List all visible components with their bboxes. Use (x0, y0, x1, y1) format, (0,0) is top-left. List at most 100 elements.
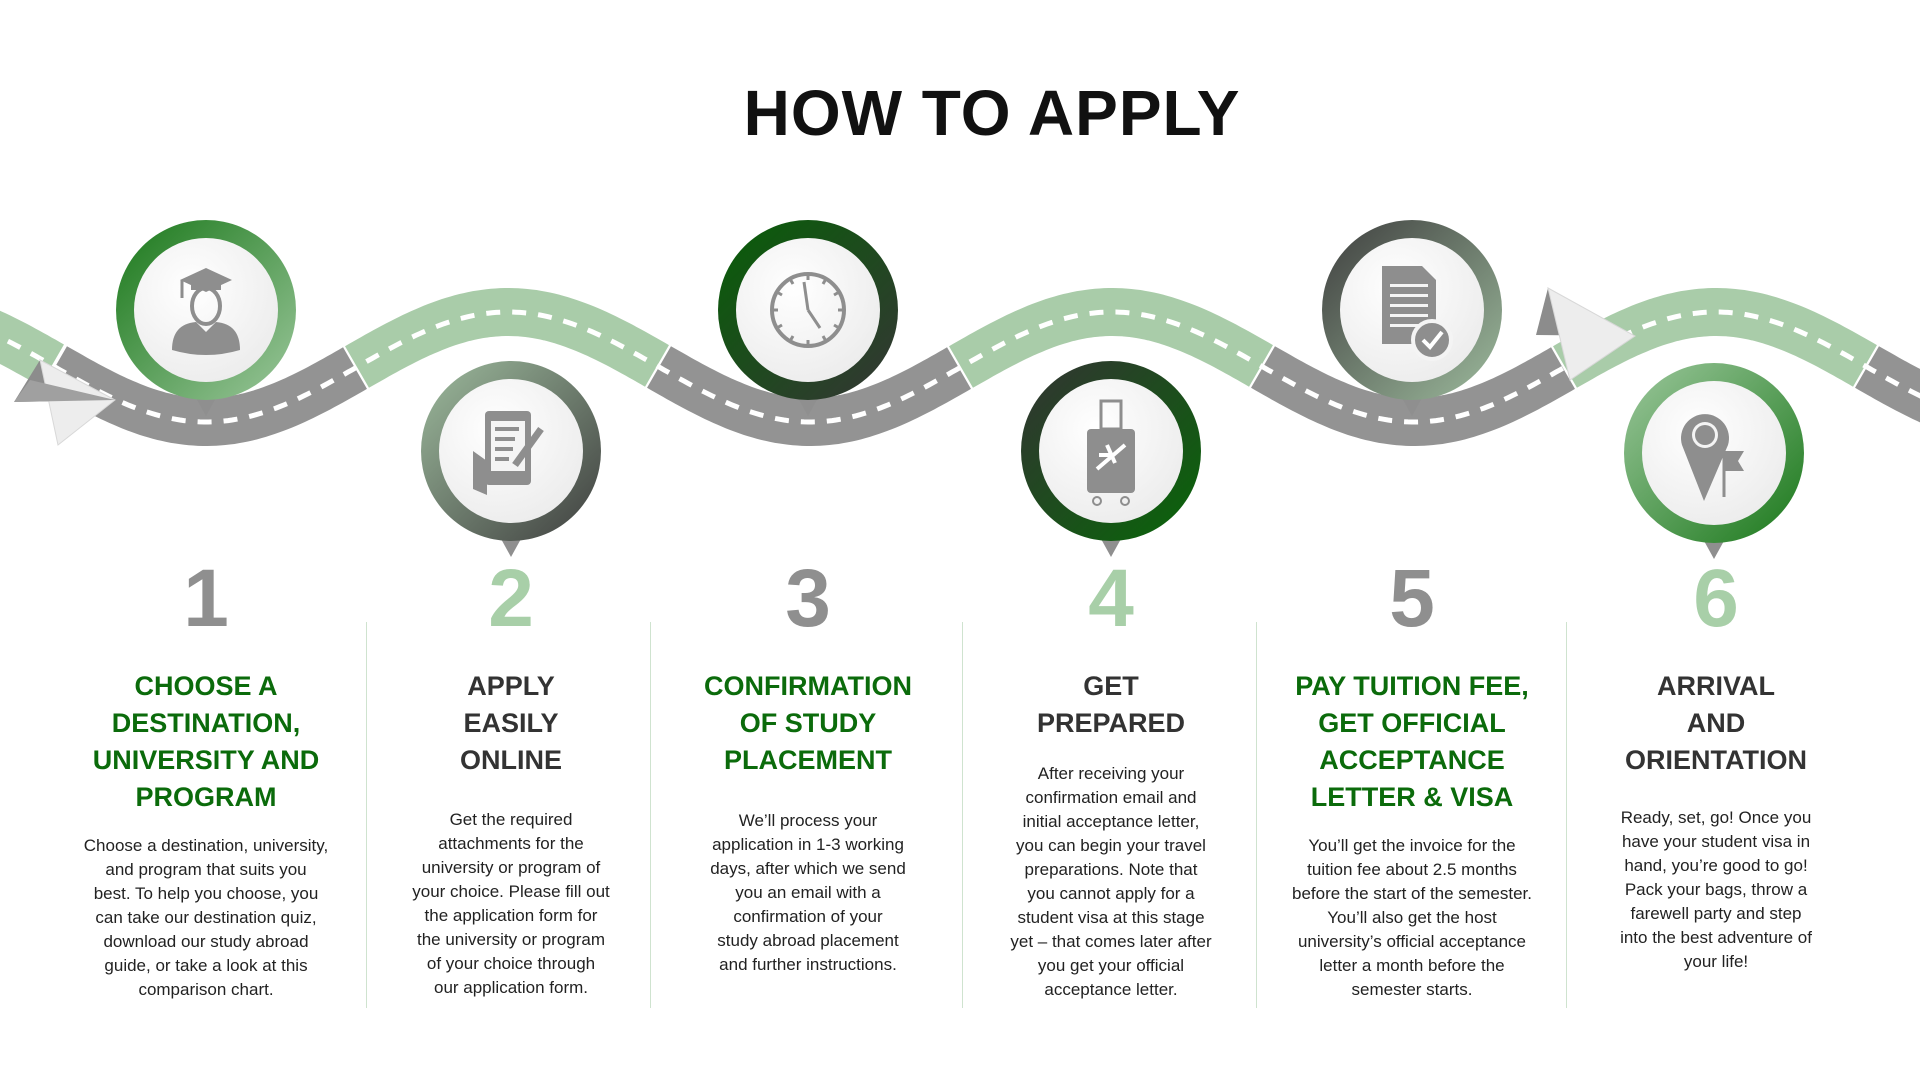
step-heading-line: OF STUDY (739, 708, 877, 738)
step-description: You’ll get the invoice for the tuition fe… (1257, 834, 1567, 1002)
step-heading: GET PREPARED (956, 668, 1266, 742)
step-description-line: you an email with a (735, 883, 881, 902)
step-heading-line: DESTINATION, (111, 708, 301, 738)
marker-pointer (1100, 537, 1122, 557)
step-description-line: We’ll process your (738, 811, 878, 830)
step-heading-line: PAY TUITION FEE, (1295, 671, 1529, 701)
step-number: 1 (183, 553, 229, 644)
step-marker-5 (1322, 220, 1502, 416)
marker-pointer (500, 537, 522, 557)
marker-pointer (195, 396, 217, 416)
step-heading: PAY TUITION FEE, GET OFFICIAL ACCEPTANCE LE… (1257, 668, 1567, 816)
step-description-line: and program that suits you (105, 860, 307, 879)
document-check-icon (1382, 266, 1453, 361)
step-description-line: farewell party and step (1630, 904, 1802, 923)
step-heading-line: GET OFFICIAL (1318, 708, 1506, 738)
step-number: 4 (1088, 553, 1134, 644)
step-description-line: can take our destination quiz, (95, 908, 317, 927)
step-description-line: you can begin your travel (1016, 836, 1206, 855)
step-marker-4 (1021, 361, 1201, 557)
step-heading-line: PROGRAM (135, 782, 277, 812)
step-heading: CHOOSE A DESTINATION, UNIVERSITY AND PROGRA… (51, 668, 361, 816)
step-description-line: After receiving your (1037, 764, 1185, 783)
step-description-line: initial acceptance letter, (1022, 812, 1200, 831)
online-form-icon (473, 411, 544, 495)
paper-plane-icon (14, 359, 116, 446)
paper-plane-icon (1536, 287, 1636, 381)
step-heading-line: PREPARED (1036, 708, 1186, 738)
marker-pointer (797, 396, 819, 416)
column-divider (1566, 622, 1567, 1008)
column-divider (366, 622, 367, 1008)
step-heading-line: PLACEMENT (724, 745, 892, 775)
step-description-line: letter a month before the (1319, 956, 1505, 975)
step-description-line: acceptance letter. (1044, 980, 1178, 999)
column-divider (650, 622, 651, 1008)
step-description: Choose a destination, university, and pro… (51, 834, 361, 1002)
step-description-line: attachments for the (438, 834, 584, 853)
step-description-line: hand, you’re good to go! (1624, 856, 1808, 875)
step-description-line: student visa at this stage (1017, 908, 1205, 927)
suitcase-icon (1087, 399, 1135, 506)
step-heading-line: ORIENTATION (1625, 745, 1807, 775)
clock-icon (770, 272, 846, 348)
step-description-line: comparison chart. (138, 980, 274, 999)
column-divider (962, 622, 963, 1008)
step-description-line: application in 1-3 working (712, 835, 904, 854)
step-description-line: our application form. (433, 978, 589, 997)
location-flag-icon (1681, 414, 1744, 501)
step-marker-2 (421, 361, 601, 557)
step-description-line: semester starts. (1351, 980, 1473, 999)
step-heading-line: CONFIRMATION (704, 671, 912, 701)
step-heading: CONFIRMATION OF STUDY PLACEMENT (653, 668, 963, 779)
step-marker-1 (116, 220, 296, 416)
step-description-line: confirmation of your (733, 907, 883, 926)
step-description-line: of your choice through (426, 954, 596, 973)
step-description-line: you cannot apply for a (1027, 884, 1195, 903)
step-description-line: have your student visa in (1621, 832, 1811, 851)
step-description-line: best. To help you choose, you (93, 884, 319, 903)
step-heading-line: UNIVERSITY AND (92, 745, 320, 775)
step-description-line: study abroad placement (717, 931, 899, 950)
step-heading-line: LETTER & VISA (1310, 782, 1514, 812)
marker-inner (134, 238, 278, 382)
step-description-line: download our study abroad (103, 932, 309, 951)
step-description-line: guide, or take a look at this (104, 956, 308, 975)
road-segment-green (345, 288, 669, 388)
step-description-line: yet – that comes later after (1010, 932, 1212, 951)
step-description-line: tuition fee about 2.5 months (1307, 860, 1517, 879)
step-heading-line: ONLINE (459, 745, 562, 775)
graduate-icon (172, 268, 240, 355)
step-description-line: preparations. Note that (1024, 860, 1198, 879)
step-description-line: university’s official acceptance (1297, 932, 1527, 951)
step-heading-line: ARRIVAL (1657, 671, 1775, 701)
step-description-line: your life! (1683, 952, 1749, 971)
step-marker-6 (1624, 363, 1804, 559)
step-number: 2 (488, 553, 534, 644)
marker-pointer (1703, 539, 1725, 559)
step-heading-line: GET (1083, 671, 1139, 701)
step-description-line: You’ll also get the host (1327, 908, 1497, 927)
step-heading-line: ACCEPTANCE (1319, 745, 1505, 775)
step-heading-line: CHOOSE A (134, 671, 278, 701)
step-heading-line: AND (1686, 708, 1746, 738)
step-description-line: You’ll get the invoice for the (1308, 836, 1516, 855)
step-description-line: days, after which we send (710, 859, 906, 878)
column-divider (1256, 622, 1257, 1008)
step-description-line: university or program of (421, 858, 601, 877)
step-number: 3 (785, 553, 831, 644)
step-number: 5 (1389, 553, 1435, 644)
step-description-line: Choose a destination, university, (83, 836, 329, 855)
step-number: 6 (1693, 553, 1739, 644)
step-marker-3 (718, 220, 898, 416)
step-description-line: your choice. Please fill out (412, 882, 610, 901)
step-description-line: the application form for (424, 906, 598, 925)
step-description-line: the university or program (416, 930, 606, 949)
marker-pointer (1401, 396, 1423, 416)
step-heading: ARRIVAL AND ORIENTATION (1561, 668, 1871, 779)
step-description-line: you get your official (1037, 956, 1185, 975)
step-description-line: and further instructions. (719, 955, 897, 974)
